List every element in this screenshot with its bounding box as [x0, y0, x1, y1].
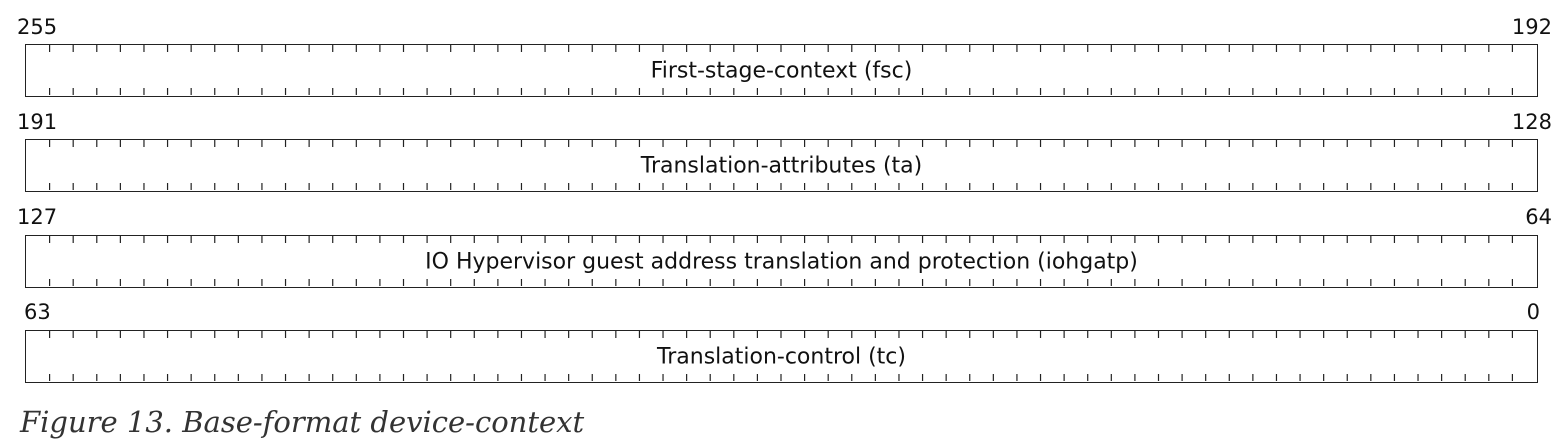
bit-label-low: 0 [1526, 300, 1540, 324]
bit-label-low: 64 [1525, 205, 1552, 229]
figure-caption: Figure 13. Base-format device-context [20, 405, 585, 439]
bit-label-high: 191 [17, 110, 58, 134]
register-field-iohgatp: IO Hypervisor guest address translation … [25, 235, 1538, 288]
bit-label-high: 255 [17, 15, 58, 39]
register-field-ta: Translation-attributes (ta) [25, 139, 1538, 192]
field-label: Translation-control (tc) [657, 344, 906, 369]
device-context-diagram: 255 192 First-stage-context (fsc) 191 12… [17, 15, 1552, 383]
field-label: Translation-attributes (ta) [640, 153, 923, 178]
register-field-tc: Translation-control (tc) [25, 330, 1538, 383]
bit-label-low: 128 [1511, 110, 1552, 134]
bit-label-high: 63 [24, 300, 51, 324]
field-label: First-stage-context (fsc) [650, 58, 913, 83]
bit-label-low: 192 [1511, 15, 1552, 39]
register-field-fsc: First-stage-context (fsc) [25, 44, 1538, 97]
field-label: IO Hypervisor guest address translation … [425, 249, 1138, 274]
bit-label-high: 127 [17, 205, 58, 229]
